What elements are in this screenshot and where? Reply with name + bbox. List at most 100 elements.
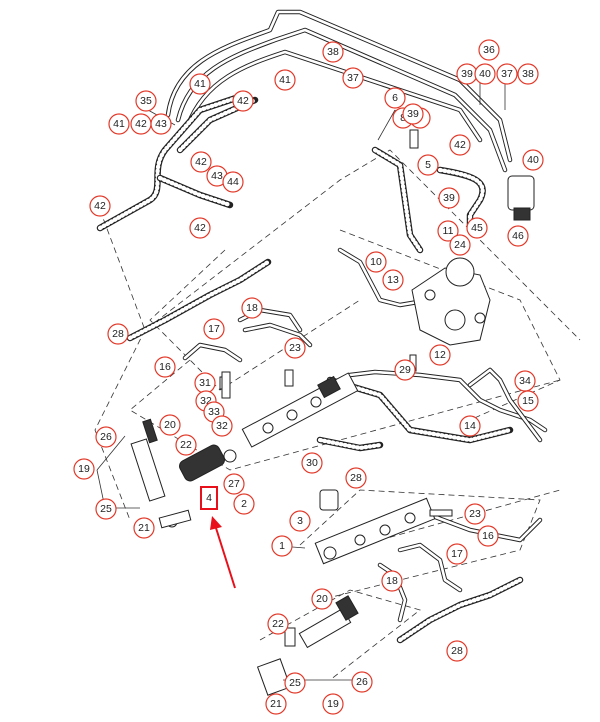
callout-30[interactable]: 30 — [301, 452, 323, 474]
callout-39[interactable]: 39 — [402, 103, 424, 125]
callout-circle — [507, 225, 529, 247]
callout-28[interactable]: 28 — [446, 640, 468, 662]
high-pressure-pump — [411, 257, 491, 346]
callout-38[interactable]: 38 — [517, 63, 539, 85]
callout-circle — [190, 151, 212, 173]
injector-left — [130, 418, 192, 529]
callout-35[interactable]: 35 — [135, 90, 157, 112]
callout-21[interactable]: 21 — [265, 693, 287, 715]
callout-number: 32 — [216, 420, 228, 432]
callout-number: 39 — [461, 68, 473, 80]
callout-41[interactable]: 41 — [108, 113, 130, 135]
callout-circle — [159, 414, 181, 436]
callout-number: 27 — [228, 478, 240, 490]
callout-18[interactable]: 18 — [381, 570, 403, 592]
callout-17[interactable]: 17 — [203, 318, 225, 340]
callout-circle — [382, 269, 404, 291]
callout-circle — [464, 503, 486, 525]
callout-15[interactable]: 15 — [517, 390, 539, 412]
callout-number: 43 — [155, 118, 167, 130]
callout-1[interactable]: 1 — [271, 535, 293, 557]
callout-40[interactable]: 40 — [474, 63, 496, 85]
callout-19[interactable]: 19 — [73, 458, 95, 480]
callout-6[interactable]: 6 — [384, 87, 406, 109]
callout-42[interactable]: 42 — [189, 217, 211, 239]
callout-25[interactable]: 25 — [95, 498, 117, 520]
callout-number: 38 — [327, 46, 339, 58]
callout-25[interactable]: 25 — [284, 672, 306, 694]
callout-34[interactable]: 34 — [514, 370, 536, 392]
callout-17[interactable]: 17 — [446, 543, 468, 565]
callout-45[interactable]: 45 — [466, 217, 488, 239]
callout-circle — [241, 297, 263, 319]
callout-23[interactable]: 23 — [284, 337, 306, 359]
callout-38[interactable]: 38 — [322, 41, 344, 63]
callout-number: 21 — [270, 698, 282, 710]
top-line-bundle — [165, 9, 513, 173]
callout-circle — [301, 452, 323, 474]
callout-10[interactable]: 10 — [365, 251, 387, 273]
fuel-rail-upper — [219, 369, 359, 448]
callout-18[interactable]: 18 — [241, 297, 263, 319]
callout-number: 43 — [211, 170, 223, 182]
callout-19[interactable]: 19 — [322, 693, 344, 715]
callout-number: 12 — [434, 349, 446, 361]
callout-21[interactable]: 21 — [133, 517, 155, 539]
callout-28[interactable]: 28 — [345, 467, 367, 489]
callout-39[interactable]: 39 — [456, 63, 478, 85]
callout-26[interactable]: 26 — [95, 426, 117, 448]
callout-43[interactable]: 43 — [206, 165, 228, 187]
callout-16[interactable]: 16 — [477, 525, 499, 547]
callout-23[interactable]: 23 — [464, 503, 486, 525]
hose-28-lower — [316, 376, 524, 644]
callout-circle — [381, 570, 403, 592]
callout-22[interactable]: 22 — [267, 613, 289, 635]
callout-41[interactable]: 41 — [189, 73, 211, 95]
highlight-label-4[interactable]: 4 — [200, 486, 218, 510]
callout-20[interactable]: 20 — [159, 414, 181, 436]
callout-46[interactable]: 46 — [507, 225, 529, 247]
callout-39[interactable]: 39 — [438, 187, 460, 209]
callout-13[interactable]: 13 — [382, 269, 404, 291]
callout-circle — [267, 613, 289, 635]
callout-27[interactable]: 27 — [223, 473, 245, 495]
callout-41[interactable]: 41 — [274, 69, 296, 91]
callout-number: 41 — [194, 78, 206, 90]
callout-31[interactable]: 31 — [194, 372, 216, 394]
callout-42[interactable]: 42 — [89, 195, 111, 217]
callout-3[interactable]: 3 — [289, 510, 311, 532]
callout-number: 37 — [347, 72, 359, 84]
callout-11[interactable]: 11 — [437, 220, 459, 242]
callout-40[interactable]: 40 — [522, 149, 544, 171]
callout-circle — [466, 217, 488, 239]
callout-5[interactable]: 5 — [417, 154, 439, 176]
callout-43[interactable]: 43 — [150, 113, 172, 135]
callout-44[interactable]: 44 — [222, 171, 244, 193]
callout-42[interactable]: 42 — [130, 113, 152, 135]
callout-16[interactable]: 16 — [154, 356, 176, 378]
callout-circle — [351, 671, 373, 693]
pressure-regulator — [179, 444, 237, 482]
callout-2[interactable]: 2 — [233, 493, 255, 515]
callout-number: 20 — [316, 593, 328, 605]
callout-26[interactable]: 26 — [351, 671, 373, 693]
callout-circle — [459, 415, 481, 437]
callout-29[interactable]: 29 — [394, 359, 416, 381]
callout-28[interactable]: 28 — [107, 323, 129, 345]
callout-circle — [89, 195, 111, 217]
callout-number: 40 — [479, 68, 491, 80]
callout-37[interactable]: 37 — [342, 67, 364, 89]
callout-36[interactable]: 36 — [478, 39, 500, 61]
callout-42[interactable]: 42 — [232, 90, 254, 112]
callout-22[interactable]: 22 — [175, 434, 197, 456]
callout-32[interactable]: 32 — [211, 415, 233, 437]
callout-37[interactable]: 37 — [496, 63, 518, 85]
callout-12[interactable]: 12 — [429, 344, 451, 366]
callout-42[interactable]: 42 — [190, 151, 212, 173]
callout-number: 28 — [451, 645, 463, 657]
callout-20[interactable]: 20 — [311, 588, 333, 610]
callout-14[interactable]: 14 — [459, 415, 481, 437]
callout-number: 17 — [208, 323, 220, 335]
callout-42[interactable]: 42 — [449, 134, 471, 156]
callout-24[interactable]: 24 — [449, 234, 471, 256]
